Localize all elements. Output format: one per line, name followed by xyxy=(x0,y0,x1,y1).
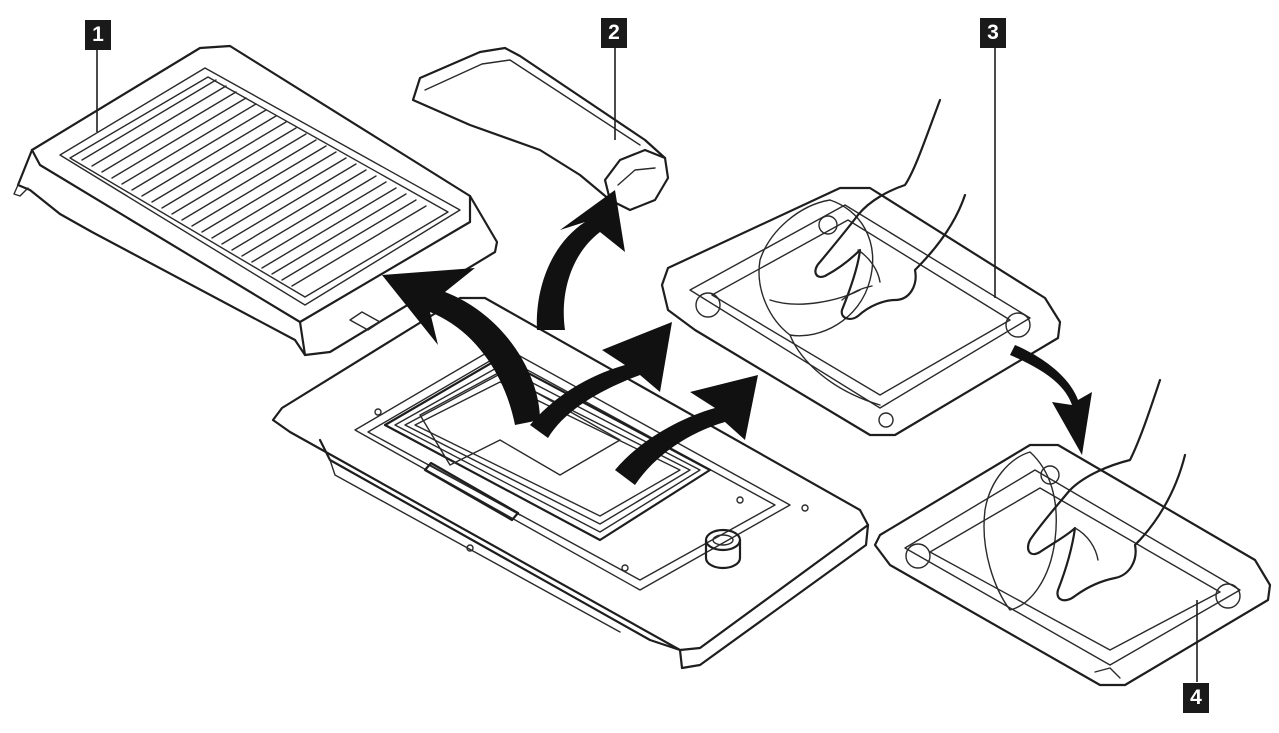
drip-tray-with-foil xyxy=(660,48,1062,437)
control-knob xyxy=(704,528,742,570)
heating-element xyxy=(383,356,712,542)
arrow-remove-splash-guard xyxy=(536,190,625,330)
drip-tray-base xyxy=(873,378,1272,687)
removal-arrows xyxy=(382,190,1092,485)
callout-badge-4: 4 xyxy=(1183,683,1209,713)
grill-plate xyxy=(13,44,499,357)
callout-badge-1: 1 xyxy=(85,20,111,50)
arrow-remove-grill-plate xyxy=(382,268,540,425)
hob-with-heating-element xyxy=(271,296,870,670)
splash-guard xyxy=(411,46,670,212)
callout-badge-3: 3 xyxy=(980,18,1006,48)
arrow-remove-heating-element xyxy=(530,322,672,438)
arrow-lift-heating-element xyxy=(615,375,758,485)
arrow-tray-to-base xyxy=(1010,345,1092,455)
callout-badge-2: 2 xyxy=(601,18,627,48)
grill-ridges xyxy=(81,79,427,287)
